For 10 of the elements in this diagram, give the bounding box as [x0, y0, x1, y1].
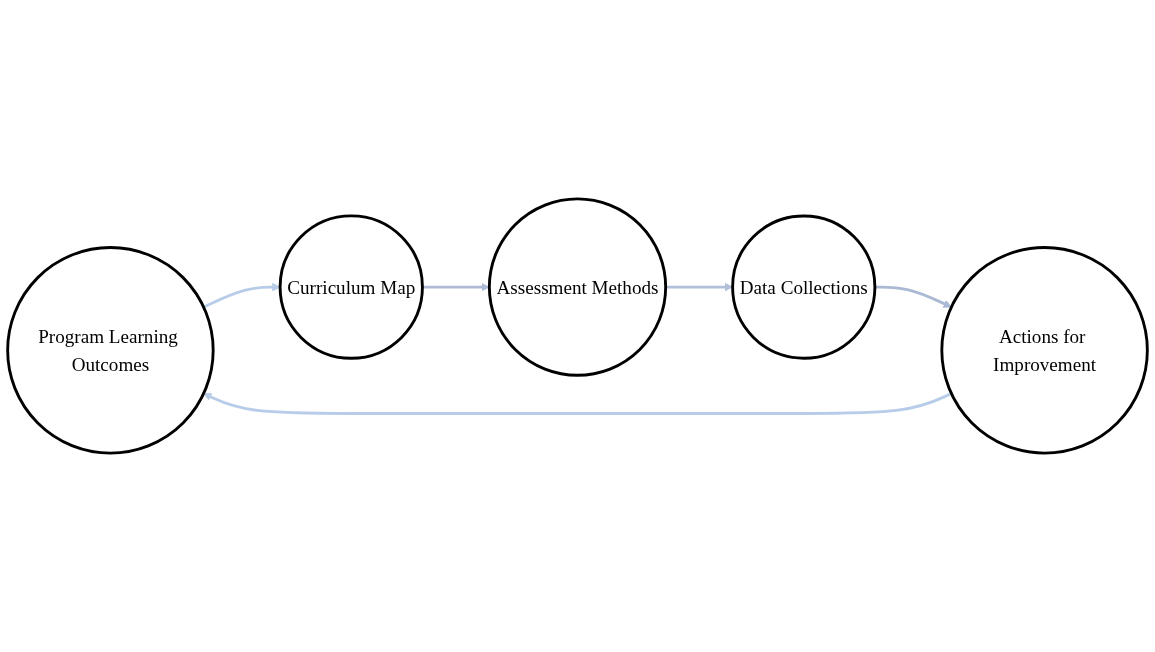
- arrow: [203, 392, 952, 415]
- node-circle: Actions for Improvement: [940, 246, 1149, 455]
- arrow: [203, 282, 281, 309]
- node-circle: Assessment Methods: [487, 197, 668, 377]
- node-circle: Curriculum Map: [278, 214, 424, 360]
- node-circle: Program Learning Outcomes: [6, 246, 215, 455]
- arrow: [665, 282, 733, 292]
- arrow: [874, 285, 952, 308]
- arrow: [422, 282, 490, 292]
- node-circle: Data Collections: [731, 214, 877, 360]
